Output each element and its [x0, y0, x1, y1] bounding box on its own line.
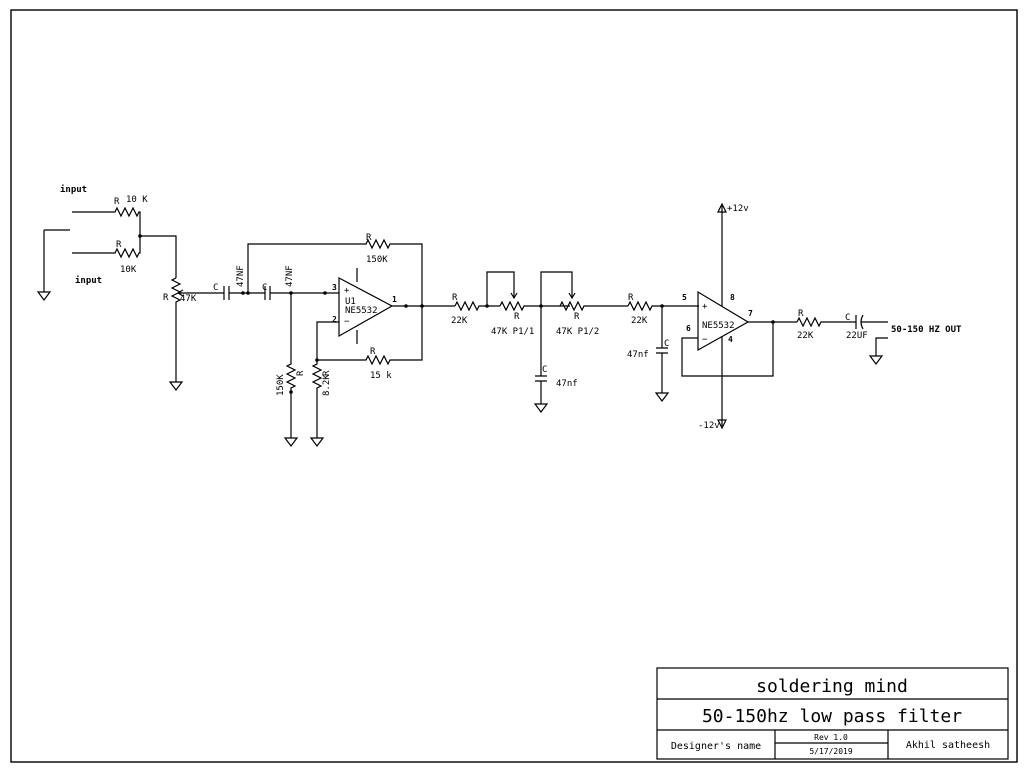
- potentiometer-volume: R 47K: [163, 277, 197, 391]
- capacitor-c4: C 47nf: [627, 306, 669, 402]
- potentiometer-p1-2: R 47K P1/2: [540, 271, 628, 337]
- junction-dot: [289, 390, 293, 394]
- power-plus-12v: +12v: [717, 202, 749, 214]
- u1-part: NE5532: [345, 306, 378, 316]
- c5-value: 22UF: [846, 331, 868, 341]
- p1-value: 47K P1/1: [491, 327, 534, 337]
- input-top-label: input: [60, 184, 87, 195]
- c3-value: 47nf: [556, 379, 578, 389]
- resistor-rfb1: R 150K: [247, 233, 423, 306]
- c2-value: 47NF: [285, 265, 295, 287]
- u1-pin3: 3: [332, 283, 337, 292]
- drawing-title: 50-150hz low pass filter: [702, 706, 962, 727]
- junction-dot: [771, 320, 775, 324]
- r1-value: 10 K: [126, 195, 148, 205]
- vminus-label: -12v: [698, 421, 720, 431]
- output-label: 50-150 HZ OUT: [891, 325, 962, 335]
- resistor-r2: R 10K: [72, 236, 141, 275]
- resistor-r1: R 10 K: [72, 195, 148, 236]
- c1-ref: C: [213, 283, 218, 293]
- rfb1-ref: R: [366, 233, 372, 243]
- input-bottom-label: input: [75, 275, 102, 286]
- u1-plus-sign: +: [344, 286, 350, 296]
- c4-value: 47nf: [627, 350, 649, 360]
- rfb2-ref: R: [370, 347, 376, 357]
- c1-value: 47NF: [236, 265, 246, 287]
- capacitor-c3: C 47nf: [533, 306, 578, 413]
- c2-ref: C: [262, 283, 267, 293]
- resistor-rg2: 8.2K R: [309, 360, 332, 447]
- power-minus-12v: -12v: [698, 419, 727, 431]
- r2-ref: R: [116, 240, 122, 250]
- u1-pin2: 2: [332, 315, 337, 324]
- r1-ref: R: [114, 197, 120, 207]
- revision: Rev 1.0: [814, 733, 848, 742]
- u2-pin4: 4: [728, 335, 733, 344]
- designer-label: Designer's name: [671, 741, 761, 752]
- r3-value: 22K: [451, 316, 468, 326]
- p2-value: 47K P1/2: [556, 327, 599, 337]
- u2-pin7: 7: [748, 309, 753, 318]
- junction-dot: [404, 304, 408, 308]
- u2-pin8: 8: [730, 293, 735, 302]
- input-ground-wire: [36, 229, 70, 301]
- u1-minus-sign: −: [344, 317, 350, 327]
- drawing-date: 5/17/2019: [809, 747, 853, 756]
- u1-pin1: 1: [392, 295, 397, 304]
- c4-ref: C: [664, 339, 669, 349]
- rg1-value: 150K: [276, 374, 286, 396]
- potentiometer-p1-1: R 47K P1/1: [486, 271, 570, 337]
- company-name: soldering mind: [756, 676, 908, 697]
- rg2-value: 8.2K: [322, 374, 332, 396]
- rg1-ref: R: [296, 370, 306, 376]
- resistor-r3: R 22K: [451, 293, 500, 326]
- junction-dot: [241, 291, 245, 295]
- r2-value: 10K: [120, 265, 137, 275]
- capacitor-c5: C 22UF: [845, 313, 888, 365]
- c5-ref: C: [845, 313, 850, 323]
- u2-pin5: 5: [682, 293, 687, 302]
- r4-value: 22K: [631, 316, 648, 326]
- capacitor-c2: C 47NF: [262, 265, 339, 300]
- junction-dot: [323, 291, 327, 295]
- resistor-r5: R 22K: [796, 309, 856, 341]
- rfb2-value: 15 k: [370, 371, 392, 381]
- sheet-border: [10, 9, 1018, 763]
- u2-plus-sign: +: [702, 302, 708, 312]
- r3-ref: R: [452, 293, 458, 303]
- p1-ref: R: [514, 312, 520, 322]
- pot-value: 47K: [180, 294, 197, 304]
- capacitor-c1: C 47NF: [213, 265, 265, 300]
- rfb1-value: 150K: [366, 255, 388, 265]
- u2-part: NE5532: [702, 321, 735, 331]
- title-block: soldering mind 50-150hz low pass filter …: [656, 667, 1009, 760]
- r5-value: 22K: [797, 331, 814, 341]
- designer-name: Akhil satheesh: [906, 740, 990, 751]
- opamp-u2: + − NE5532 5 6 7 8 4: [681, 206, 797, 426]
- resistor-r4: R 22K: [627, 293, 698, 326]
- u1-ref: U1: [345, 297, 356, 307]
- u2-minus-sign: −: [702, 335, 708, 345]
- pot-ref: R: [163, 293, 169, 303]
- wire: [140, 235, 177, 278]
- u2-pin6: 6: [686, 324, 691, 333]
- r5-ref: R: [798, 309, 804, 319]
- r4-ref: R: [628, 293, 634, 303]
- rg2-ref: R: [322, 370, 332, 376]
- resistor-rg1: 150K R: [276, 293, 306, 447]
- c3-ref: C: [542, 365, 547, 375]
- p2-ref: R: [574, 312, 580, 322]
- vplus-label: +12v: [727, 204, 749, 214]
- opamp-u1: + − U1 NE5532 3 2 1: [332, 268, 455, 344]
